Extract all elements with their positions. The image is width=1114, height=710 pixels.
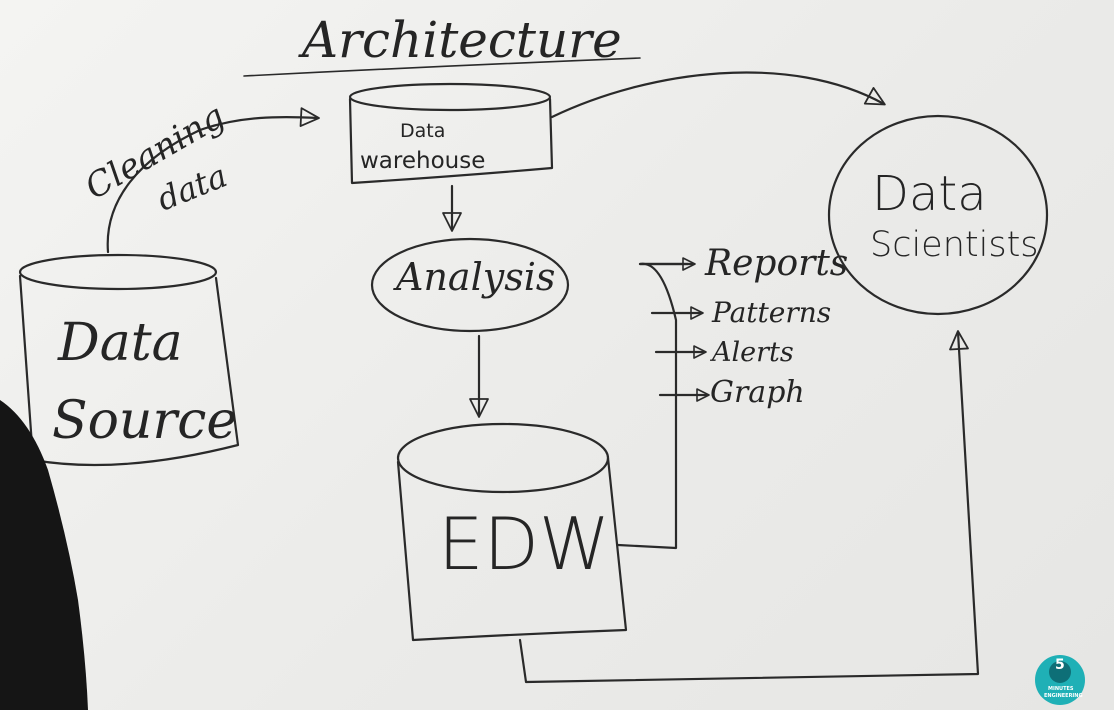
data-source-label-line2: Source bbox=[52, 391, 237, 451]
output-patterns: Patterns bbox=[711, 296, 831, 329]
scientists-label-line2: Scientists bbox=[870, 225, 1039, 265]
output-alerts: Alerts bbox=[709, 337, 794, 368]
data-source-node: Data Source bbox=[18, 253, 240, 467]
output-reports: Reports bbox=[704, 243, 848, 284]
analysis-label: Analysis bbox=[393, 255, 555, 299]
data-source-label-line1: Data bbox=[57, 313, 183, 373]
data-scientists-node: Data Scientists bbox=[827, 114, 1049, 316]
logo-number: 5 bbox=[1055, 657, 1065, 673]
scientists-label-line1: Data bbox=[872, 166, 987, 222]
data-warehouse-node: Data warehouse bbox=[348, 82, 554, 185]
presenter-silhouette bbox=[0, 400, 88, 710]
edw-to-scientists-arrow bbox=[518, 330, 980, 684]
cleaning-data-edge bbox=[106, 107, 320, 254]
edw-label: EDW bbox=[438, 502, 610, 586]
logo-line1: MINUTES bbox=[1048, 686, 1074, 692]
analysis-node: Analysis bbox=[370, 237, 570, 333]
title-underline bbox=[243, 57, 641, 77]
edw-node: EDW bbox=[396, 422, 628, 642]
title: Architecture bbox=[298, 11, 622, 69]
channel-logo: 5 MINUTES ENGINEERING bbox=[1035, 655, 1085, 705]
warehouse-label-line2: warehouse bbox=[360, 148, 485, 174]
logo-line2: ENGINEERING bbox=[1044, 693, 1083, 699]
warehouse-to-scientists-arrow bbox=[550, 71, 886, 119]
warehouse-label-line1: Data bbox=[400, 120, 445, 142]
output-graph: Graph bbox=[710, 375, 805, 410]
edw-to-outputs-connector bbox=[616, 262, 690, 550]
